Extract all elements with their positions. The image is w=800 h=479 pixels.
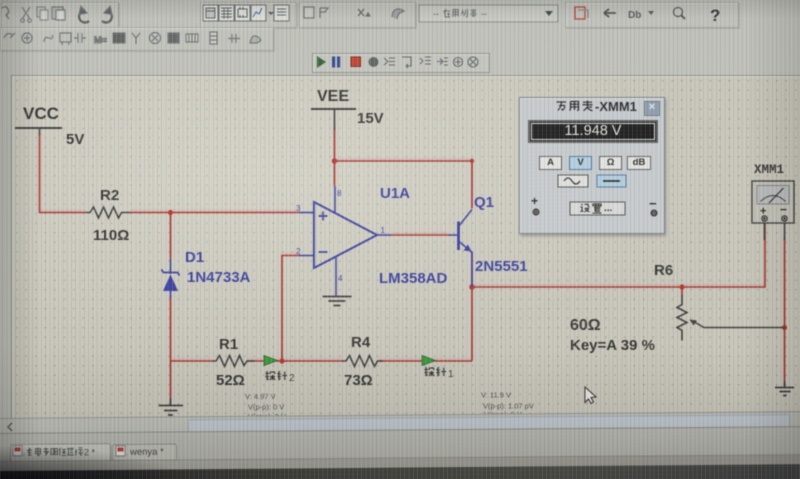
svg-text:2 *: 2 * xyxy=(84,447,96,457)
svg-text:wenya *: wenya * xyxy=(129,447,164,458)
